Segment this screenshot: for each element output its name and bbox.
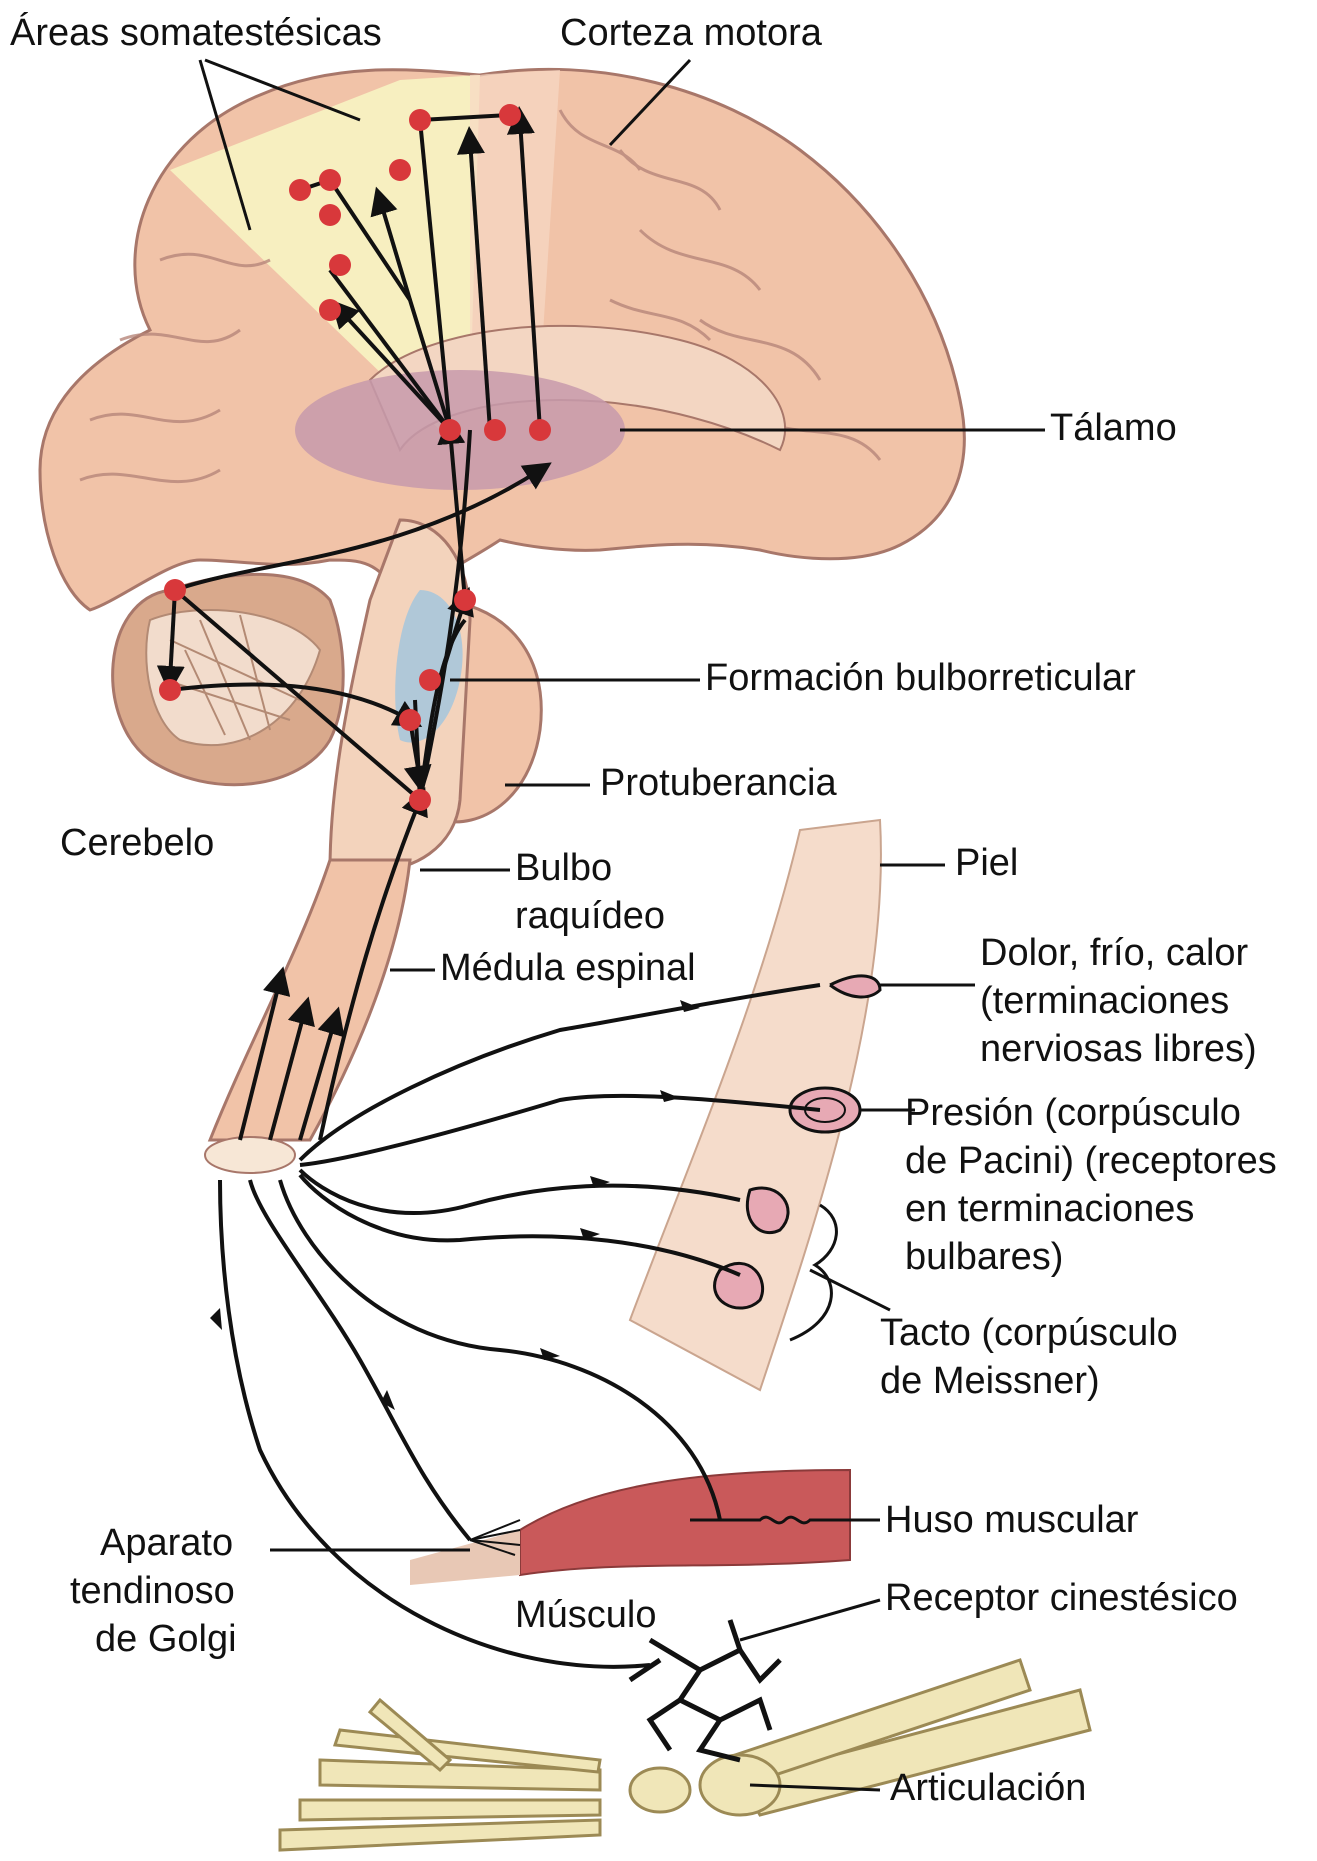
- label-musculo: Músculo: [515, 1592, 657, 1638]
- label-dolor-line1: Dolor, frío, calor: [980, 930, 1248, 976]
- label-presion-line1: Presión (corpúsculo: [905, 1090, 1241, 1136]
- label-bulbo-line1: Bulbo: [515, 845, 612, 891]
- kinesthetic-receptor: [630, 1620, 780, 1760]
- spinal-cord: [210, 860, 410, 1140]
- label-tacto-line1: Tacto (corpúsculo: [880, 1310, 1178, 1356]
- cerebellum: [113, 574, 344, 784]
- label-presion-line2: de Pacini) (receptores: [905, 1138, 1277, 1184]
- label-bulbo-line2: raquídeo: [515, 893, 665, 939]
- label-presion-line4: bulbares): [905, 1234, 1063, 1280]
- label-aparato-line1: Aparato: [100, 1520, 233, 1566]
- label-talamo: Tálamo: [1050, 405, 1177, 451]
- label-aparato-line2: tendinoso: [70, 1568, 235, 1614]
- label-dolor-line3: nerviosas libres): [980, 1026, 1257, 1072]
- spinal-cord-section: [205, 1137, 295, 1173]
- label-piel: Piel: [955, 840, 1018, 886]
- label-formacion-bulborreticular: Formación bulborreticular: [705, 655, 1136, 701]
- label-areas-somatestesicas: Áreas somatestésicas: [10, 10, 382, 56]
- label-aparato-line3: de Golgi: [95, 1616, 237, 1662]
- label-huso-muscular: Huso muscular: [885, 1497, 1138, 1543]
- label-articulacion: Articulación: [890, 1765, 1086, 1811]
- tendon: [410, 1530, 520, 1585]
- label-protuberancia: Protuberancia: [600, 760, 837, 806]
- label-receptor-cinestesico: Receptor cinestésico: [885, 1575, 1238, 1621]
- label-corteza-motora: Corteza motora: [560, 10, 822, 56]
- label-medula-espinal: Médula espinal: [440, 945, 696, 991]
- label-dolor-line2: (terminaciones: [980, 978, 1229, 1024]
- label-presion-line3: en terminaciones: [905, 1186, 1194, 1232]
- label-tacto-line2: de Meissner): [880, 1358, 1100, 1404]
- label-cerebelo: Cerebelo: [60, 820, 214, 866]
